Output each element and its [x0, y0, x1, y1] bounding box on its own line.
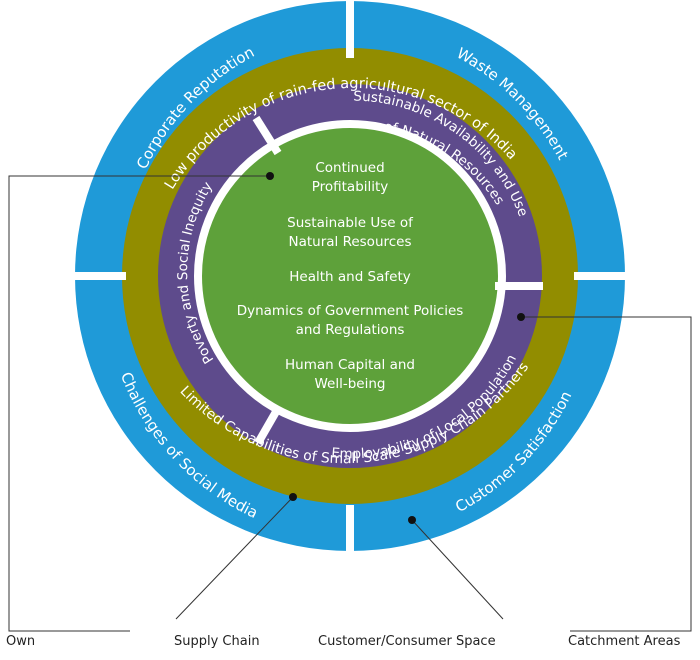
- footer-labels: Own Supply Chain Customer/Consumer Space…: [6, 634, 681, 649]
- leader-catchment: [521, 316, 692, 632]
- core-item-5-line1: Human Capital and: [285, 357, 415, 373]
- core-item-3-line1: Health and Safety: [289, 269, 411, 285]
- core-item-4-line2: and Regulations: [296, 322, 405, 338]
- core-item-1-line1: Continued: [315, 160, 384, 176]
- core-item-5-line2: Well-being: [315, 376, 386, 392]
- leader-dot-supply-chain: [289, 493, 297, 501]
- label-catchment-areas: Catchment Areas: [568, 634, 681, 649]
- core-item-2-line2: Natural Resources: [288, 234, 411, 250]
- leader-own: [8, 175, 270, 632]
- inner-separator-bottom: [254, 408, 281, 445]
- core-item-4-line1: Dynamics of Government Policies: [237, 303, 464, 319]
- core-item-1-line2: Profitability: [312, 179, 389, 195]
- label-own: Own: [6, 634, 35, 649]
- leader-lines: [8, 175, 692, 632]
- leader-dot-own: [266, 172, 274, 180]
- leader-supply-chain: [175, 496, 294, 620]
- outer-separator-right: [574, 272, 630, 280]
- leader-dot-customer: [408, 516, 416, 524]
- label-customer-space: Customer/Consumer Space: [318, 634, 496, 649]
- core-item-2-line1: Sustainable Use of: [287, 215, 414, 231]
- core-circle: [200, 126, 500, 426]
- outer-separator-vertical: [346, 0, 354, 58]
- core-items: Continued Profitability Sustainable Use …: [237, 160, 464, 392]
- label-supply-chain: Supply Chain: [174, 634, 260, 649]
- leader-dot-catchment: [517, 313, 525, 321]
- outer-separator-vertical-bottom: [346, 505, 354, 557]
- core-border: [194, 120, 506, 432]
- leader-customer: [411, 519, 504, 620]
- outer-separator-left: [70, 272, 126, 280]
